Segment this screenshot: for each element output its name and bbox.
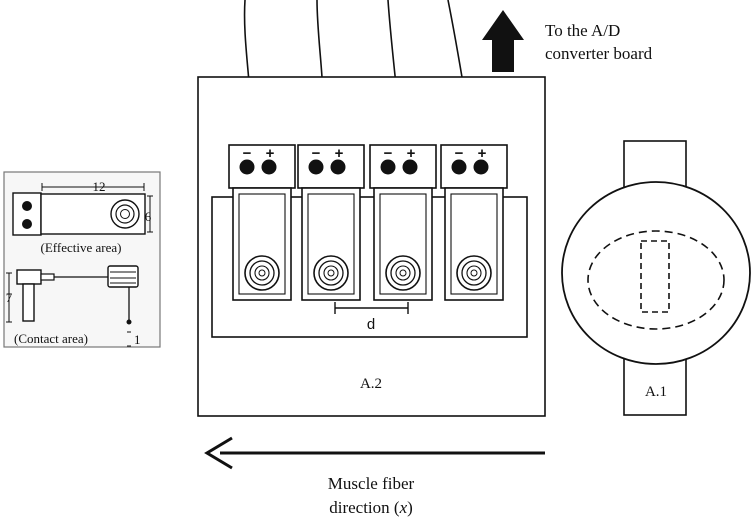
sensor-detail-inset: 12 6 (Effective area) 7 [3,171,161,348]
spacing-indicator: d [334,302,409,333]
length-dimension: 7 [6,290,13,305]
minus-symbol: − [384,145,393,162]
direction-label-line2: direction (x) [329,498,413,517]
contact-area-label: (Contact area) [14,331,88,346]
panel-a2-label: A.2 [360,376,382,392]
negative-contact-icon [239,159,255,175]
width-dimension: 12 [93,179,106,194]
electrode-array: −+−+−+−+ [228,144,508,301]
panel-a1-label: A.1 [645,384,667,400]
sensor-top-view: 12 6 (Effective area) [12,179,153,255]
sensor-side-view: 7 (Contact area) 1 [6,265,141,347]
minus-symbol: − [455,145,464,162]
converter-label-line2: converter board [545,44,653,63]
positive-contact-icon [330,159,346,175]
positive-contact-icon [473,159,489,175]
plus-symbol: + [266,145,275,162]
negative-contact-icon [380,159,396,175]
electrode-sensor: −+ [369,144,437,301]
effective-area-label: (Effective area) [41,240,122,255]
electrode-sensor: −+ [440,144,508,301]
minus-symbol: − [312,145,321,162]
electrode-sensor: −+ [228,144,296,301]
direction-label-line1: Muscle fiber [328,474,415,493]
minus-symbol: − [243,145,252,162]
converter-arrow [482,10,524,72]
spacing-label: d [367,316,375,333]
direction-arrow [204,436,545,470]
plus-symbol: + [478,145,487,162]
negative-contact-icon [451,159,467,175]
plus-symbol: + [335,145,344,162]
positive-contact-icon [402,159,418,175]
tip-dimension: 1 [134,332,141,347]
positive-contact-icon [261,159,277,175]
plus-symbol: + [407,145,416,162]
negative-contact-icon [308,159,324,175]
panel-a1: A.1 [561,140,751,416]
electrode-sensor: −+ [297,144,365,301]
height-dimension: 6 [145,209,152,224]
converter-label-line1: To the A/D [545,21,620,40]
